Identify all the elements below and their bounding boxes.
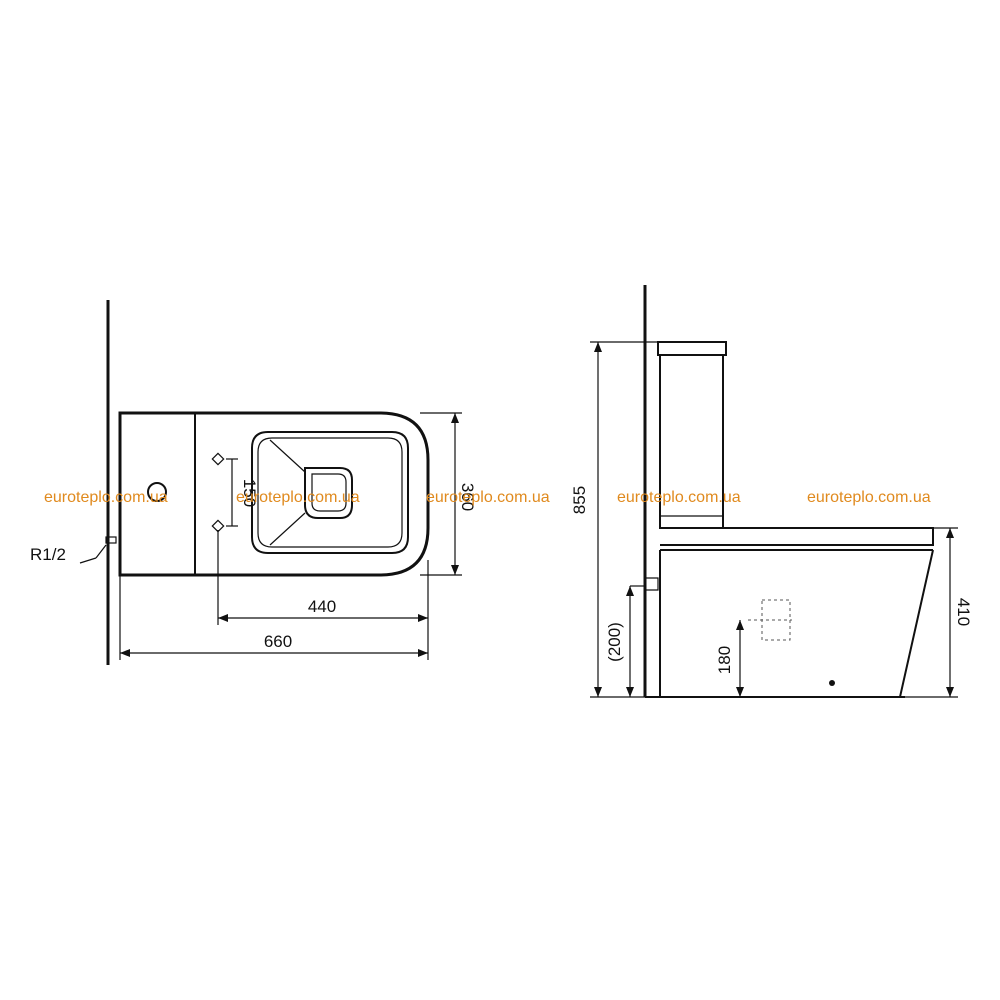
side-inlet-connection <box>645 577 659 591</box>
watermark-5: euroteplo.com.ua <box>807 489 931 506</box>
dim-total-length-label: 660 <box>264 632 292 651</box>
top-view-body-outline <box>118 411 430 577</box>
bowl-outlet-hole <box>304 467 353 519</box>
watermark-4: euroteplo.com.ua <box>617 489 741 506</box>
cistern-lid <box>657 341 727 356</box>
bowl-outlet-hole-inner <box>311 473 347 512</box>
water-inlet-pipe <box>105 536 117 544</box>
side-view: 855 (200) 180 410 <box>570 285 973 698</box>
bowl-seat <box>660 527 934 546</box>
dim-outlet-height-label: 180 <box>715 646 734 674</box>
dim-seat-height-label: 410 <box>954 598 973 626</box>
bowl-inner-rim-2 <box>257 437 403 548</box>
bowl-outlet-line-2 <box>269 512 306 546</box>
dim-bowl-length-label: 440 <box>308 597 336 616</box>
dim-fixing-spacing-label: 150 <box>240 479 259 507</box>
thread-label: R1/2 <box>30 545 66 564</box>
watermark-3: euroteplo.com.ua <box>426 489 550 506</box>
watermark-2: euroteplo.com.ua <box>236 489 360 506</box>
bowl-outlet-line-1 <box>269 439 306 473</box>
bowl-inner-rim <box>251 431 409 554</box>
dim-total-height-label: 855 <box>570 486 589 514</box>
top-view: 150 R1/2 360 440 660 <box>30 300 477 665</box>
dim-width-label: 360 <box>458 483 477 511</box>
fixing-point-bottom <box>211 519 225 533</box>
fixing-dot <box>829 680 835 686</box>
fixing-point-top <box>211 452 225 466</box>
bowl-body <box>659 549 934 698</box>
watermark-row: euroteplo.com.ua euroteplo.com.ua eurote… <box>44 489 931 506</box>
watermark-1: euroteplo.com.ua <box>44 489 168 506</box>
flush-button-circle <box>147 482 167 502</box>
dim-inlet-height-label: (200) <box>605 622 624 662</box>
